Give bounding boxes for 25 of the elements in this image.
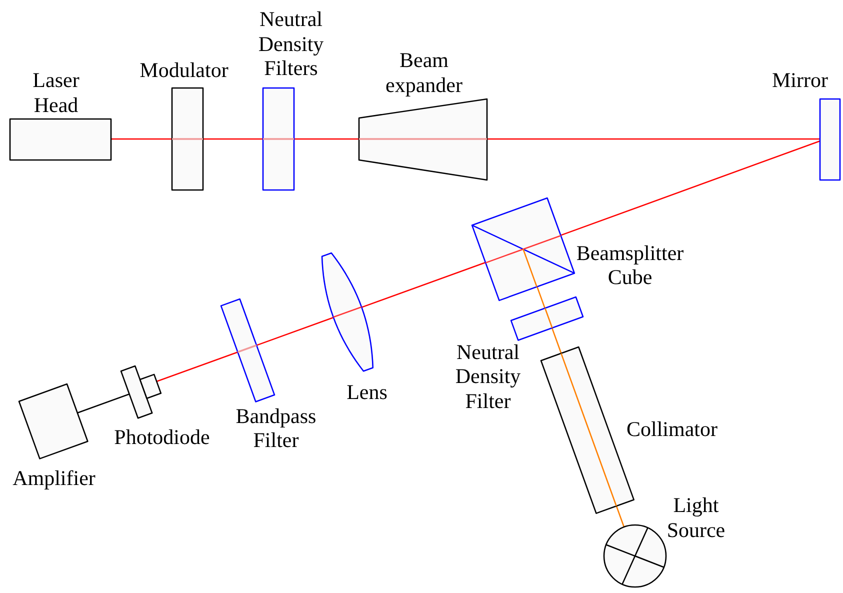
- component-label: Mirror: [771, 68, 829, 92]
- light-beam: [536, 286, 546, 308]
- signal-wire: [76, 394, 130, 414]
- component-label: Light Source: [666, 493, 726, 542]
- component-label: Bandpass Filter: [234, 404, 318, 453]
- laser-beam: [111, 138, 172, 140]
- component-label: Collimator: [625, 416, 718, 442]
- light-beam: [616, 506, 625, 528]
- laser-beam: [560, 140, 820, 236]
- component-label: Neutral Density Filters: [257, 7, 325, 80]
- laser-beam: [487, 138, 820, 140]
- component-label: Modulator: [138, 58, 230, 82]
- component-label: Amplifier: [12, 466, 96, 490]
- component-label: Beamsplitter Cube: [575, 240, 685, 290]
- laser-beam: [294, 138, 359, 140]
- laser-beam: [256, 316, 334, 346]
- component-label: Lens: [346, 380, 388, 404]
- component-label: Beam expander: [384, 48, 464, 97]
- light-beam: [551, 328, 562, 354]
- component-label: Neutral Density Filter: [454, 340, 522, 414]
- laser-beam: [156, 352, 238, 382]
- component-label: Photodiode: [113, 424, 211, 450]
- component-label: Laser Head: [32, 68, 80, 117]
- laser-beam: [361, 262, 486, 308]
- laser-beam: [203, 138, 263, 140]
